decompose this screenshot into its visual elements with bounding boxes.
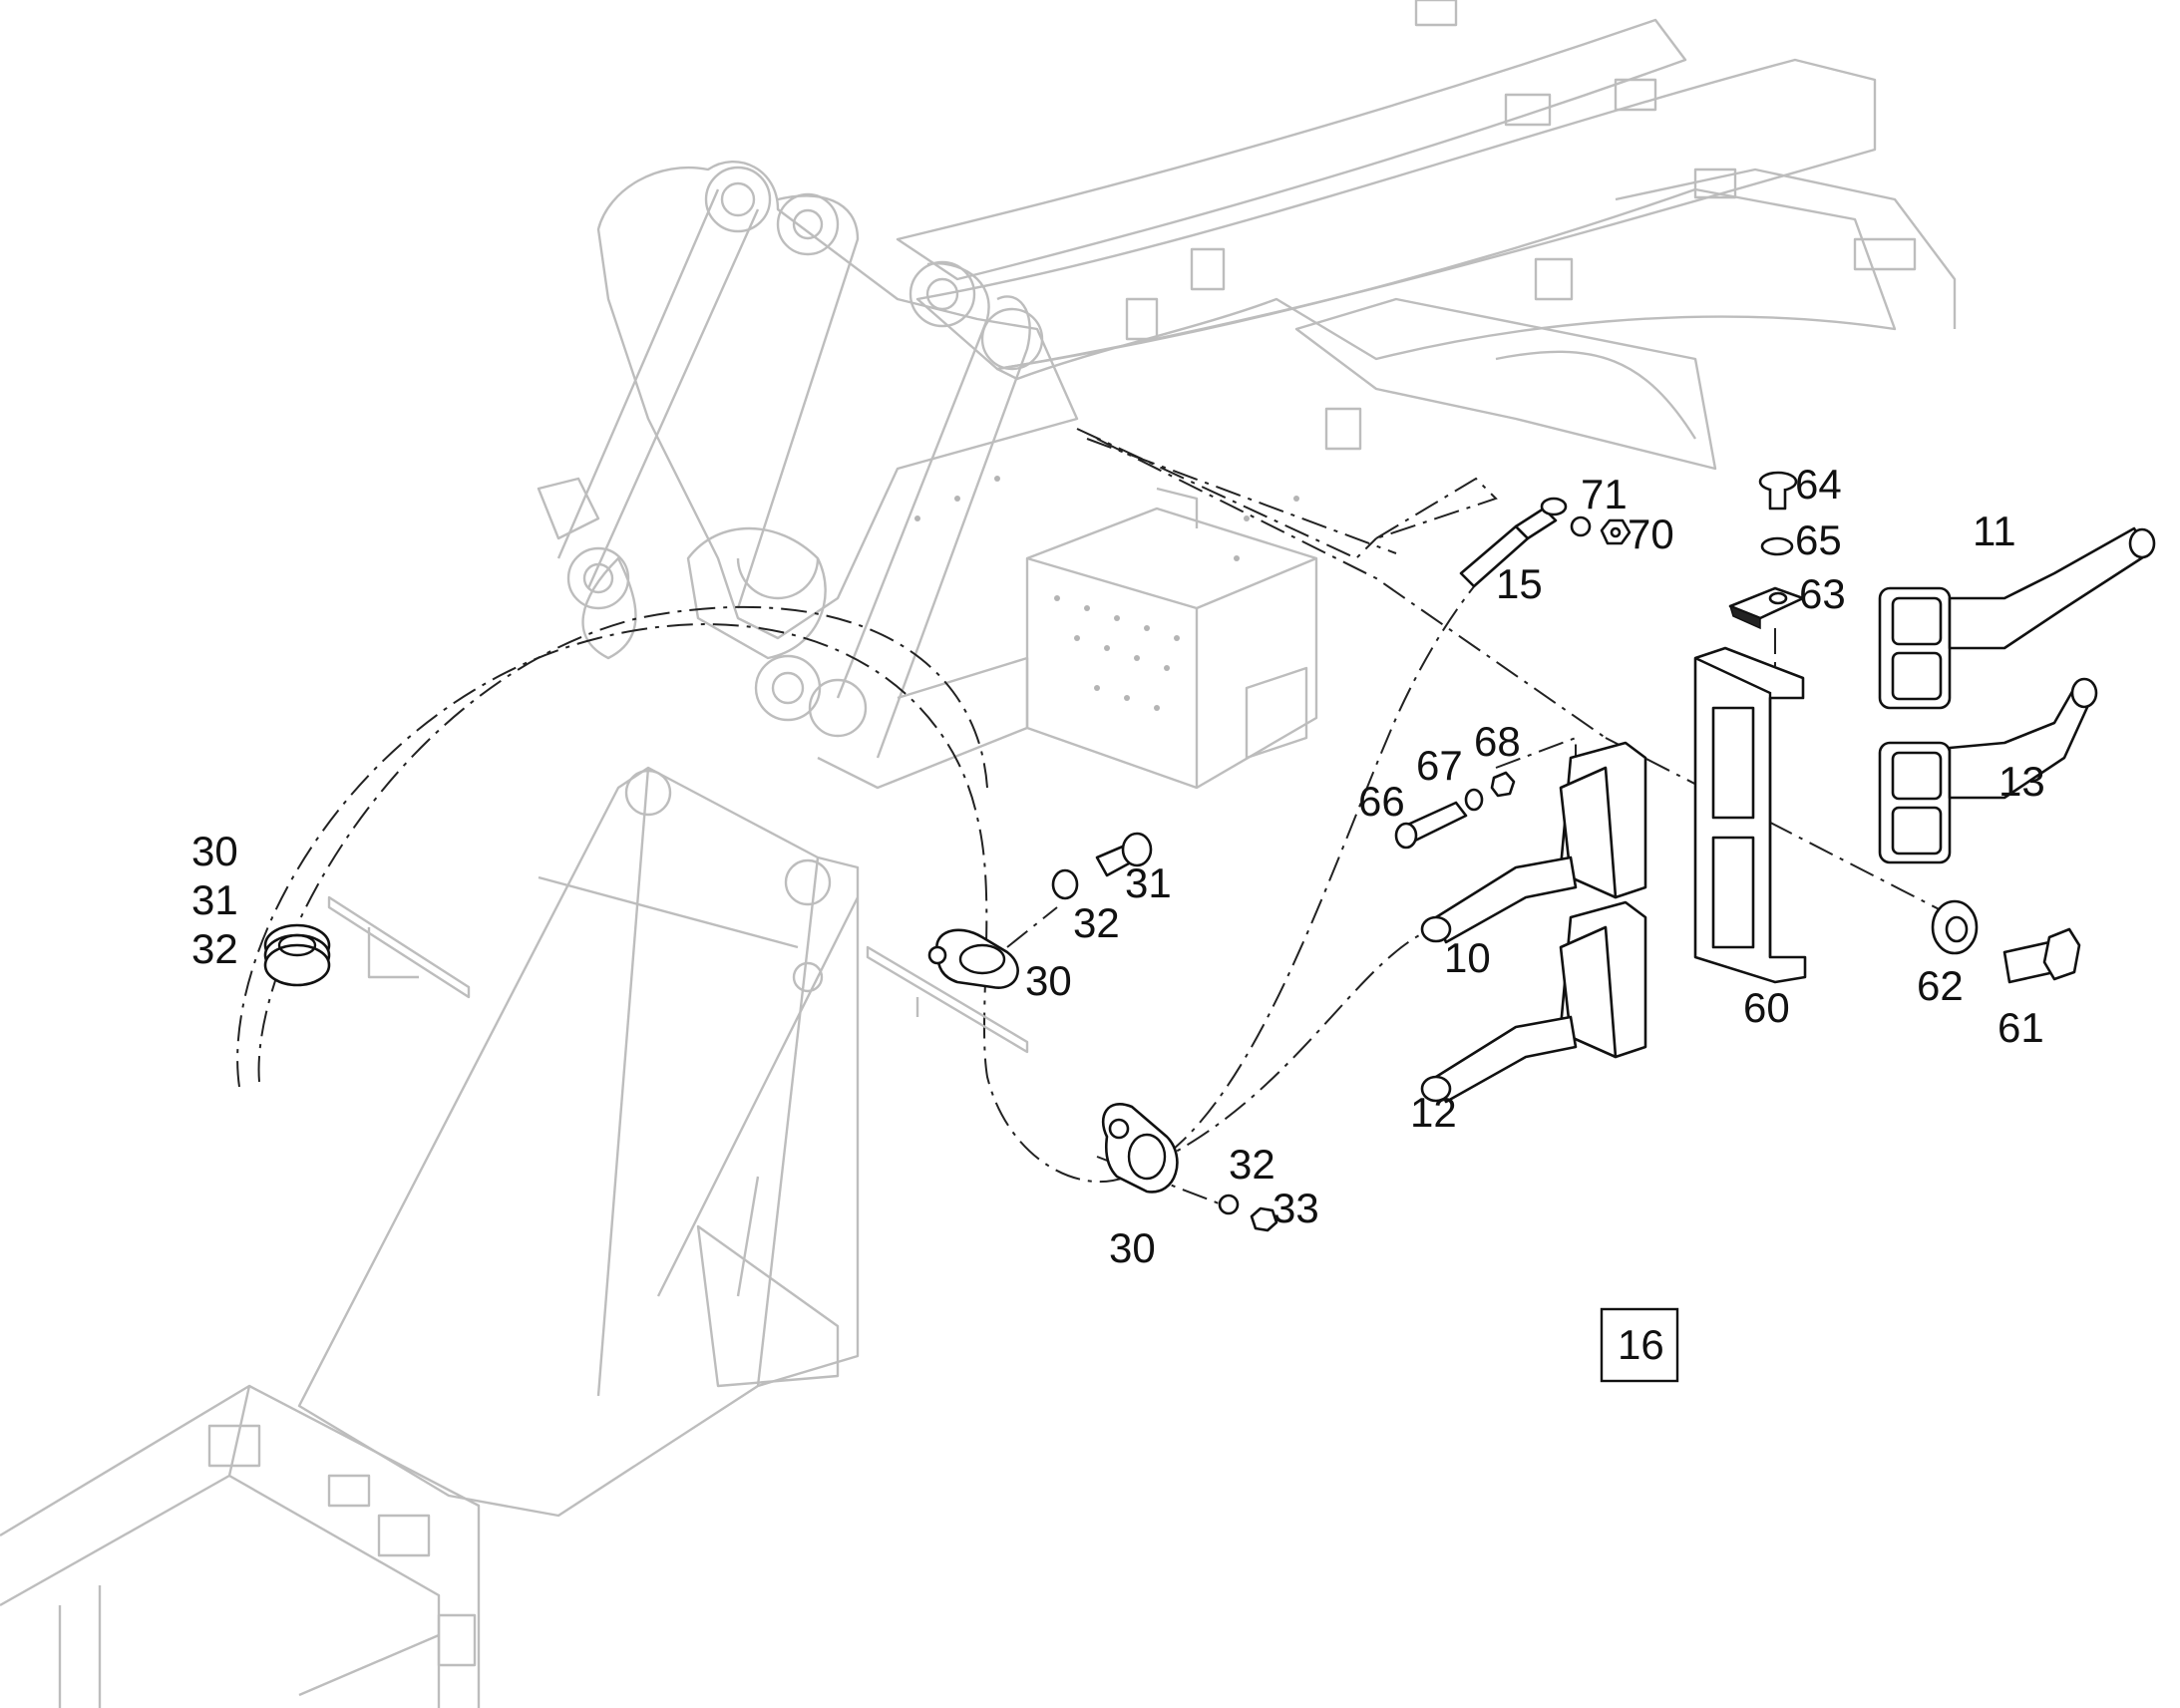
nut-70[interactable] xyxy=(1600,518,1632,545)
callout-65: 65 xyxy=(1795,516,1842,563)
callout-32-middle: 32 xyxy=(1073,899,1120,946)
rivet-pattern xyxy=(914,476,1299,711)
callout-33: 33 xyxy=(1272,1185,1319,1231)
page-number: 16 xyxy=(1618,1321,1664,1368)
connector-12[interactable] xyxy=(1420,900,1647,1104)
callout-67: 67 xyxy=(1416,742,1463,789)
callout-62: 62 xyxy=(1917,962,1964,1009)
clamp-30-left[interactable] xyxy=(263,923,331,987)
washer-71[interactable] xyxy=(1570,515,1592,537)
callout-30-left: 30 xyxy=(191,828,238,874)
callout-30-middle: 30 xyxy=(1025,957,1072,1004)
washer-67[interactable] xyxy=(1464,788,1484,812)
callout-60: 60 xyxy=(1743,984,1790,1031)
nut-33[interactable] xyxy=(1250,1206,1278,1232)
callout-31-left: 31 xyxy=(191,876,238,923)
washer-32-lower[interactable] xyxy=(1218,1194,1240,1215)
callout-31-middle: 31 xyxy=(1125,859,1172,906)
callout-70: 70 xyxy=(1628,511,1674,557)
bolt-61[interactable] xyxy=(2002,927,2081,984)
mounting-plate-middle xyxy=(866,945,1029,1054)
callout-61: 61 xyxy=(1998,1004,2044,1051)
clip-63[interactable] xyxy=(1728,586,1805,630)
cable-lug-15[interactable] xyxy=(1459,497,1568,588)
callout-32-lower: 32 xyxy=(1229,1141,1275,1188)
bracket-60[interactable] xyxy=(1693,646,1807,984)
page-number-box: 16 xyxy=(1600,1307,1679,1383)
washer-62[interactable] xyxy=(1931,899,1979,955)
callout-32-left: 32 xyxy=(191,925,238,972)
callout-63: 63 xyxy=(1799,570,1846,617)
callout-66: 66 xyxy=(1358,778,1405,825)
callout-71: 71 xyxy=(1581,471,1628,517)
callout-64: 64 xyxy=(1795,461,1842,508)
callout-15: 15 xyxy=(1496,560,1543,607)
connector-13[interactable] xyxy=(1878,677,2098,864)
screw-31[interactable] xyxy=(1095,832,1153,877)
callout-labels: 71 70 15 64 65 63 11 13 68 67 66 10 12 6… xyxy=(191,461,2045,1271)
washer-65[interactable] xyxy=(1760,536,1794,556)
callout-30-lower: 30 xyxy=(1109,1224,1156,1271)
mounting-plate-left xyxy=(327,895,471,999)
screw-64[interactable] xyxy=(1758,471,1798,511)
machine-frame-ghost xyxy=(0,0,1957,1708)
bolt-66[interactable] xyxy=(1394,801,1468,850)
washer-32-middle[interactable] xyxy=(1051,868,1079,900)
callout-13: 13 xyxy=(1998,758,2045,805)
clamp-30-middle[interactable] xyxy=(927,928,1019,989)
clamp-30-lower[interactable] xyxy=(1101,1103,1179,1194)
callout-12: 12 xyxy=(1410,1089,1457,1136)
connector-11[interactable] xyxy=(1878,526,2156,710)
callout-11: 11 xyxy=(1973,508,2016,554)
nut-68[interactable] xyxy=(1490,771,1516,798)
connector-10[interactable] xyxy=(1420,741,1647,944)
callout-10: 10 xyxy=(1444,934,1491,981)
callout-68: 68 xyxy=(1474,718,1521,765)
